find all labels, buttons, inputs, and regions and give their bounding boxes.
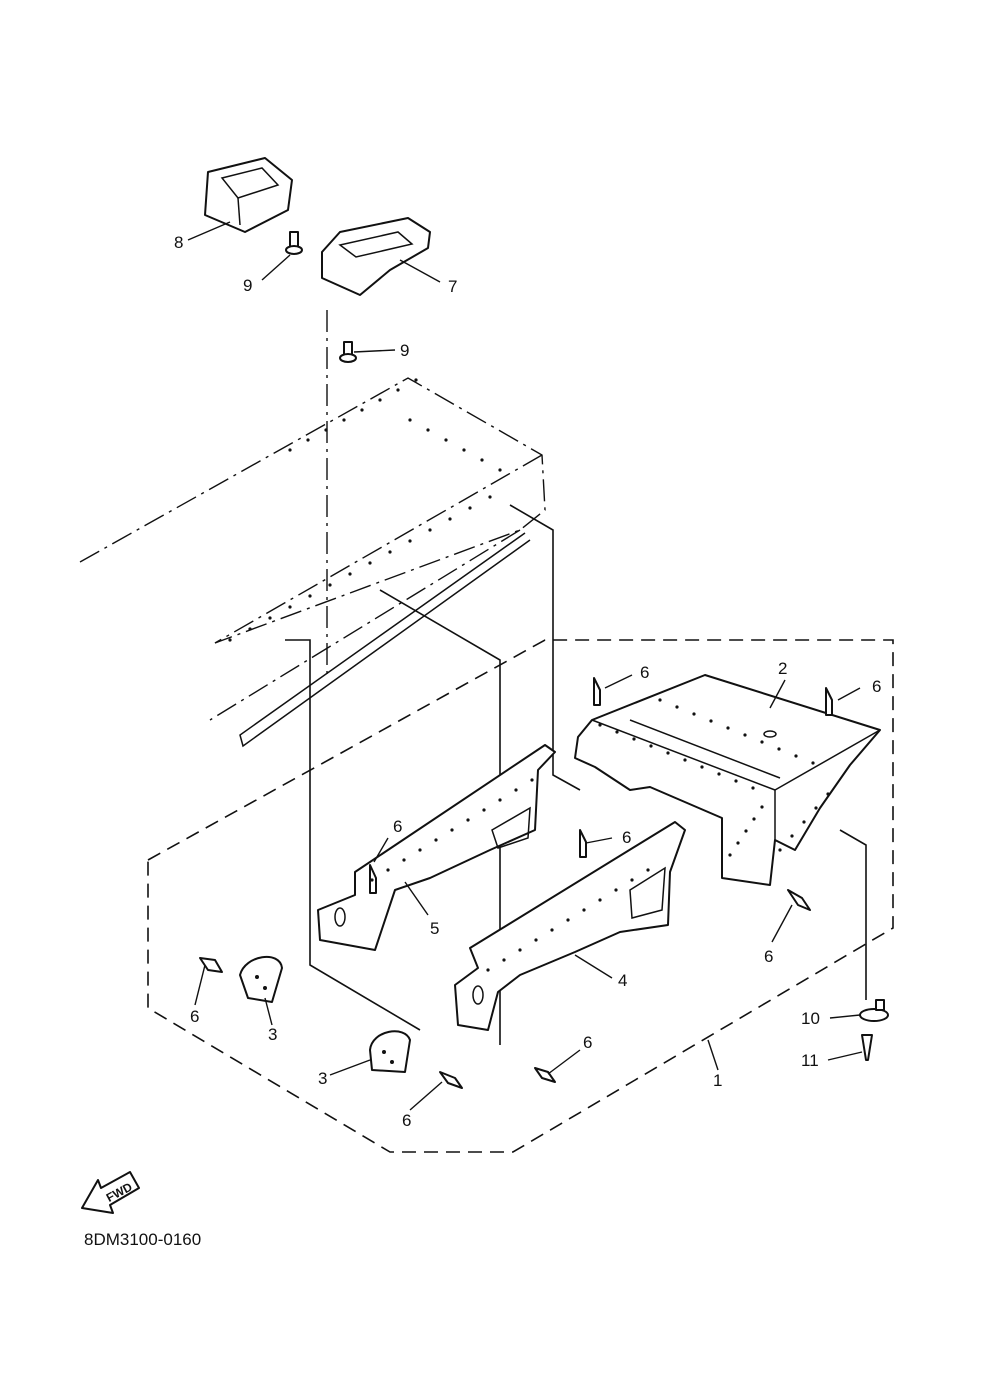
leader-lines bbox=[187, 221, 863, 1111]
assembly-boundary bbox=[147, 639, 894, 1153]
callout-4: 4 bbox=[618, 971, 627, 990]
rivet-hole-dots bbox=[228, 378, 830, 972]
part-8-panel-cover bbox=[204, 157, 293, 233]
part-4-rail bbox=[454, 821, 686, 1031]
callout-6-d: 6 bbox=[622, 828, 631, 847]
callout-10: 10 bbox=[801, 1009, 820, 1028]
part-7-panel-cover bbox=[321, 217, 431, 296]
callout-6-c: 6 bbox=[393, 817, 402, 836]
callout-6-a: 6 bbox=[640, 663, 649, 682]
callout-6-g: 6 bbox=[402, 1111, 411, 1130]
callout-3-left: 3 bbox=[268, 1025, 277, 1044]
callout-5: 5 bbox=[430, 919, 439, 938]
callout-3-right: 3 bbox=[318, 1069, 327, 1088]
guide-lines bbox=[285, 310, 867, 1045]
callout-6-f: 6 bbox=[190, 1007, 199, 1026]
forward-arrow-icon: FWD bbox=[81, 1171, 140, 1214]
callout-11: 11 bbox=[801, 1051, 819, 1070]
callout-7: 7 bbox=[448, 277, 457, 296]
part-5-rail bbox=[317, 744, 556, 951]
part-10-washer bbox=[859, 999, 889, 1022]
part-3-bracket-left bbox=[239, 955, 283, 1003]
part-9-bolt-lower bbox=[339, 341, 357, 363]
callout-9-a: 9 bbox=[243, 276, 252, 295]
callout-9-b: 9 bbox=[400, 341, 409, 360]
callout-1: 1 bbox=[713, 1071, 722, 1090]
part-9-bolt-upper bbox=[285, 231, 303, 255]
callout-6-e: 6 bbox=[764, 947, 773, 966]
part-3-bracket-right bbox=[369, 1030, 411, 1073]
callout-6-b: 6 bbox=[872, 677, 881, 696]
callout-6-h: 6 bbox=[583, 1033, 592, 1052]
callout-2: 2 bbox=[778, 659, 787, 678]
ghost-body-outline bbox=[79, 377, 546, 748]
part-2-seat-base bbox=[574, 674, 881, 886]
part-11-clip bbox=[861, 1034, 873, 1061]
drawing-code: 8DM3100-0160 bbox=[84, 1230, 201, 1249]
callout-8: 8 bbox=[174, 233, 183, 252]
callouts: 1 2 3 3 4 5 6 6 6 6 6 6 6 6 7 8 9 9 10 1… bbox=[174, 233, 881, 1130]
